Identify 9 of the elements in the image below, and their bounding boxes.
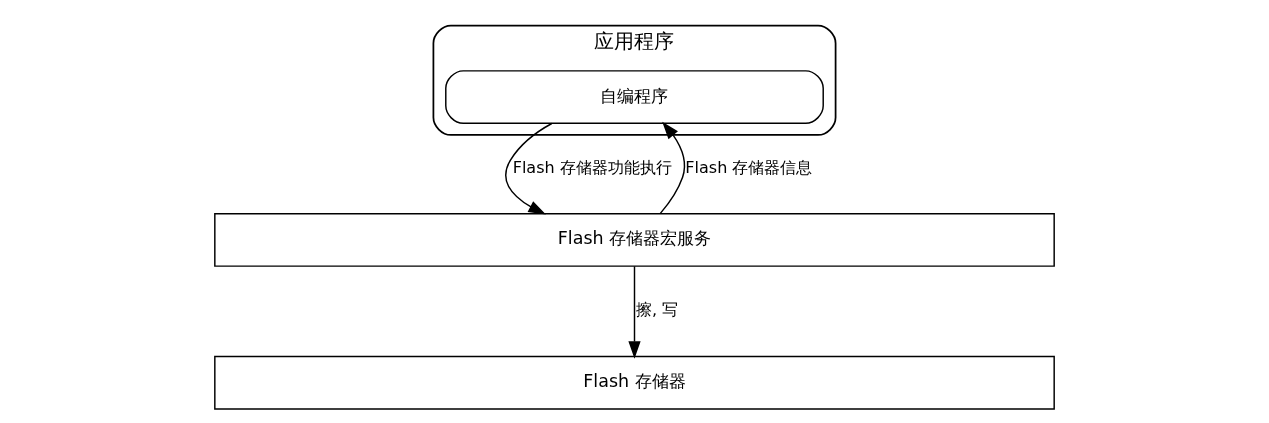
arrow <box>628 265 641 359</box>
edge-label: 擦, 写 <box>635 300 679 320</box>
node-box: Flash 存储器 <box>214 355 1055 410</box>
node-box: 自编程序 <box>445 70 824 125</box>
edge-label: Flash 存储器信息 <box>685 157 813 177</box>
arrow <box>659 121 686 215</box>
node-box: Flash 存储器宏服务 <box>214 212 1055 267</box>
edge-label: Flash 存储器功能执行 <box>512 157 672 177</box>
arrow <box>505 122 553 215</box>
